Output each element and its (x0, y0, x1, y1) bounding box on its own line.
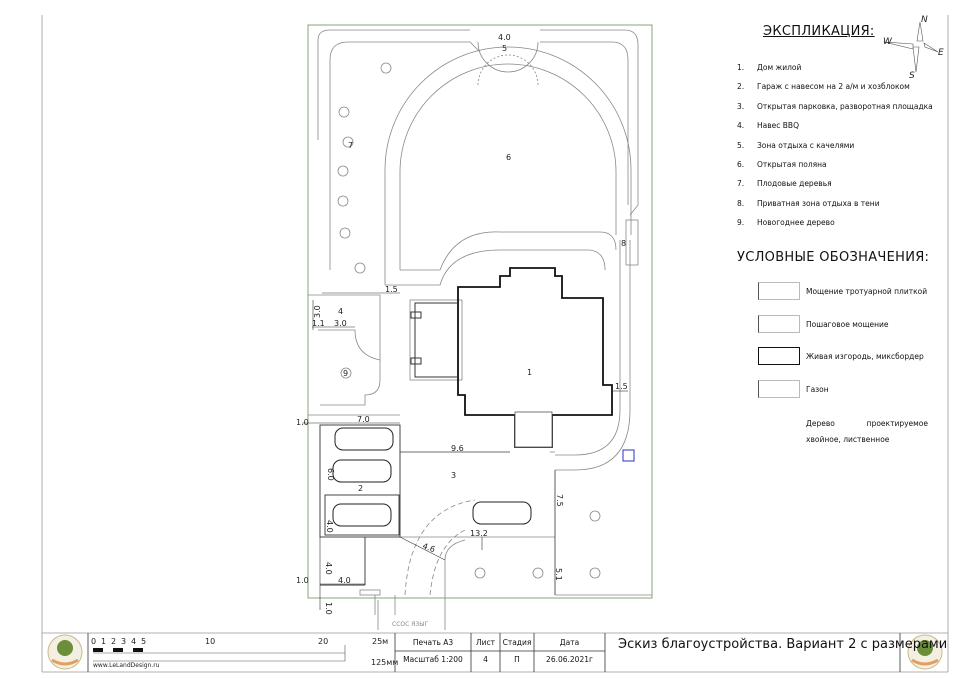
print-label: Печать А3 (412, 638, 454, 647)
street-label: ССОС ЯЗЫГ (392, 621, 429, 628)
dim-label: 6.0 (326, 468, 335, 481)
dim-label: 4.0 (338, 576, 351, 585)
house-outline (457, 267, 613, 448)
list-item: 1.Дом жилой (737, 63, 802, 72)
website: www.LeLandDesign.ru (93, 662, 160, 669)
list-item: 3.Открытая парковка, разворотная площадк… (737, 101, 933, 111)
list-item: 4.Навес BBQ (737, 121, 799, 131)
compass-rose: N E S W (883, 15, 944, 81)
list-item: 8.Приватная зона отдыха в тени (737, 198, 880, 208)
legend-item-tree: Дерево проектируемое хвойное, лиственное (806, 419, 928, 444)
zone-label-3: 3 (451, 471, 456, 480)
scale-tick: 5 (141, 637, 146, 646)
sheet-value: 4 (483, 655, 488, 664)
zone-label-6: 6 (506, 153, 511, 162)
dim-label: 5.1 (554, 568, 563, 581)
company-logo (47, 634, 83, 670)
plan-paths (308, 29, 652, 630)
list-item: 6.Открытая поляна (737, 159, 827, 169)
dim-label: 4.0 (324, 562, 333, 575)
explication-title: ЭКСПЛИКАЦИЯ: (763, 24, 875, 39)
dim-label: 3.0 (334, 319, 347, 328)
dim-label: 3.0 (313, 305, 322, 318)
dim-label: 1.5 (615, 382, 628, 391)
explication-list: 1.Дом жилой 2.Гараж с навесом на 2 а/м и… (737, 63, 933, 238)
zone-label-8: 8 (621, 239, 626, 248)
legend-swatch (758, 282, 800, 300)
trees (337, 62, 601, 579)
dim-label: 1.0 (324, 602, 333, 615)
legend-item-stepping: Пошаговое мощение (758, 315, 889, 333)
conventions-title: УСЛОВНЫЕ ОБОЗНАЧЕНИЯ: (737, 250, 930, 265)
list-item: 9.Новогоднее дерево (737, 218, 835, 228)
dim-label: 1.0 (296, 418, 309, 427)
zone-label-9: 9 (343, 369, 348, 378)
scale-tick: 2 (111, 637, 116, 646)
legend-item-hedge: Живая изгородь, миксбордер (758, 347, 924, 365)
garage (319, 424, 401, 586)
sheet-frame (41, 15, 949, 673)
svg-text:S: S (909, 71, 915, 81)
date-label: Дата (559, 638, 580, 647)
house-porch (514, 411, 553, 448)
site-boundary (307, 24, 653, 599)
zone-label-4: 4 (338, 307, 343, 316)
legend-swatch (758, 347, 800, 365)
svg-text:W: W (883, 37, 893, 47)
scale-tick: 20 (318, 637, 328, 646)
zone-label-7: 7 (348, 141, 353, 150)
marker-square (622, 449, 635, 462)
drawing-title: Эскиз благоустройства. Вариант 2 с разме… (618, 637, 948, 652)
dim-label: 7.5 (555, 494, 564, 507)
list-item: 7.Плодовые деревья (737, 179, 832, 189)
scale-tick: 4 (131, 637, 136, 646)
scale-tick: 25м (372, 637, 388, 646)
scale-tick: 0 (91, 637, 96, 646)
scale-label: Масштаб 1:200 (403, 655, 463, 664)
title-block-grid (87, 633, 901, 672)
legend-item-paving: Мощение тротуарной плиткой (758, 282, 927, 300)
legend-item-lawn: Газон (758, 380, 829, 398)
dimension-lines (302, 292, 628, 610)
company-logo (907, 634, 943, 670)
cars (332, 427, 532, 527)
dim-label: 9.6 (451, 444, 464, 453)
dim-label: 1.5 (385, 285, 398, 294)
dim-label: 13.2 (470, 529, 488, 538)
dim-label: 1.0 (296, 576, 309, 585)
list-item: 5.Зона отдыха с качелями (737, 140, 855, 150)
scale-tick: 3 (121, 637, 126, 646)
svg-text:N: N (921, 15, 928, 25)
zone-label-5: 5 (502, 44, 507, 53)
svg-text:E: E (938, 48, 944, 58)
dim-label: 4.6 (421, 541, 436, 554)
stage-label: Стадия (502, 638, 532, 647)
dim-label: 4.0 (325, 520, 334, 533)
sheet-label: Лист (475, 638, 495, 647)
legend-swatch (758, 380, 800, 398)
scale-tick: 10 (205, 637, 215, 646)
stage-value: П (514, 655, 520, 664)
scale-bar: 0 1 2 3 4 5 10 20 25м 125мм www.LeLandDe… (91, 637, 398, 669)
dim-label: 1.1 (312, 319, 325, 328)
legend-swatch (758, 315, 800, 333)
date-value: 26.06.2021г (546, 655, 593, 664)
dim-label: 4.0 (498, 33, 511, 42)
list-item: 2.Гараж с навесом на 2 а/м и хозблоком (737, 82, 910, 92)
zone-label-2: 2 (358, 484, 363, 493)
scale-mm: 125мм (371, 658, 398, 667)
scale-tick: 1 (101, 637, 106, 646)
dim-label: 7.0 (357, 415, 370, 424)
house-terrace (410, 302, 458, 378)
zone-label-1: 1 (527, 368, 532, 377)
